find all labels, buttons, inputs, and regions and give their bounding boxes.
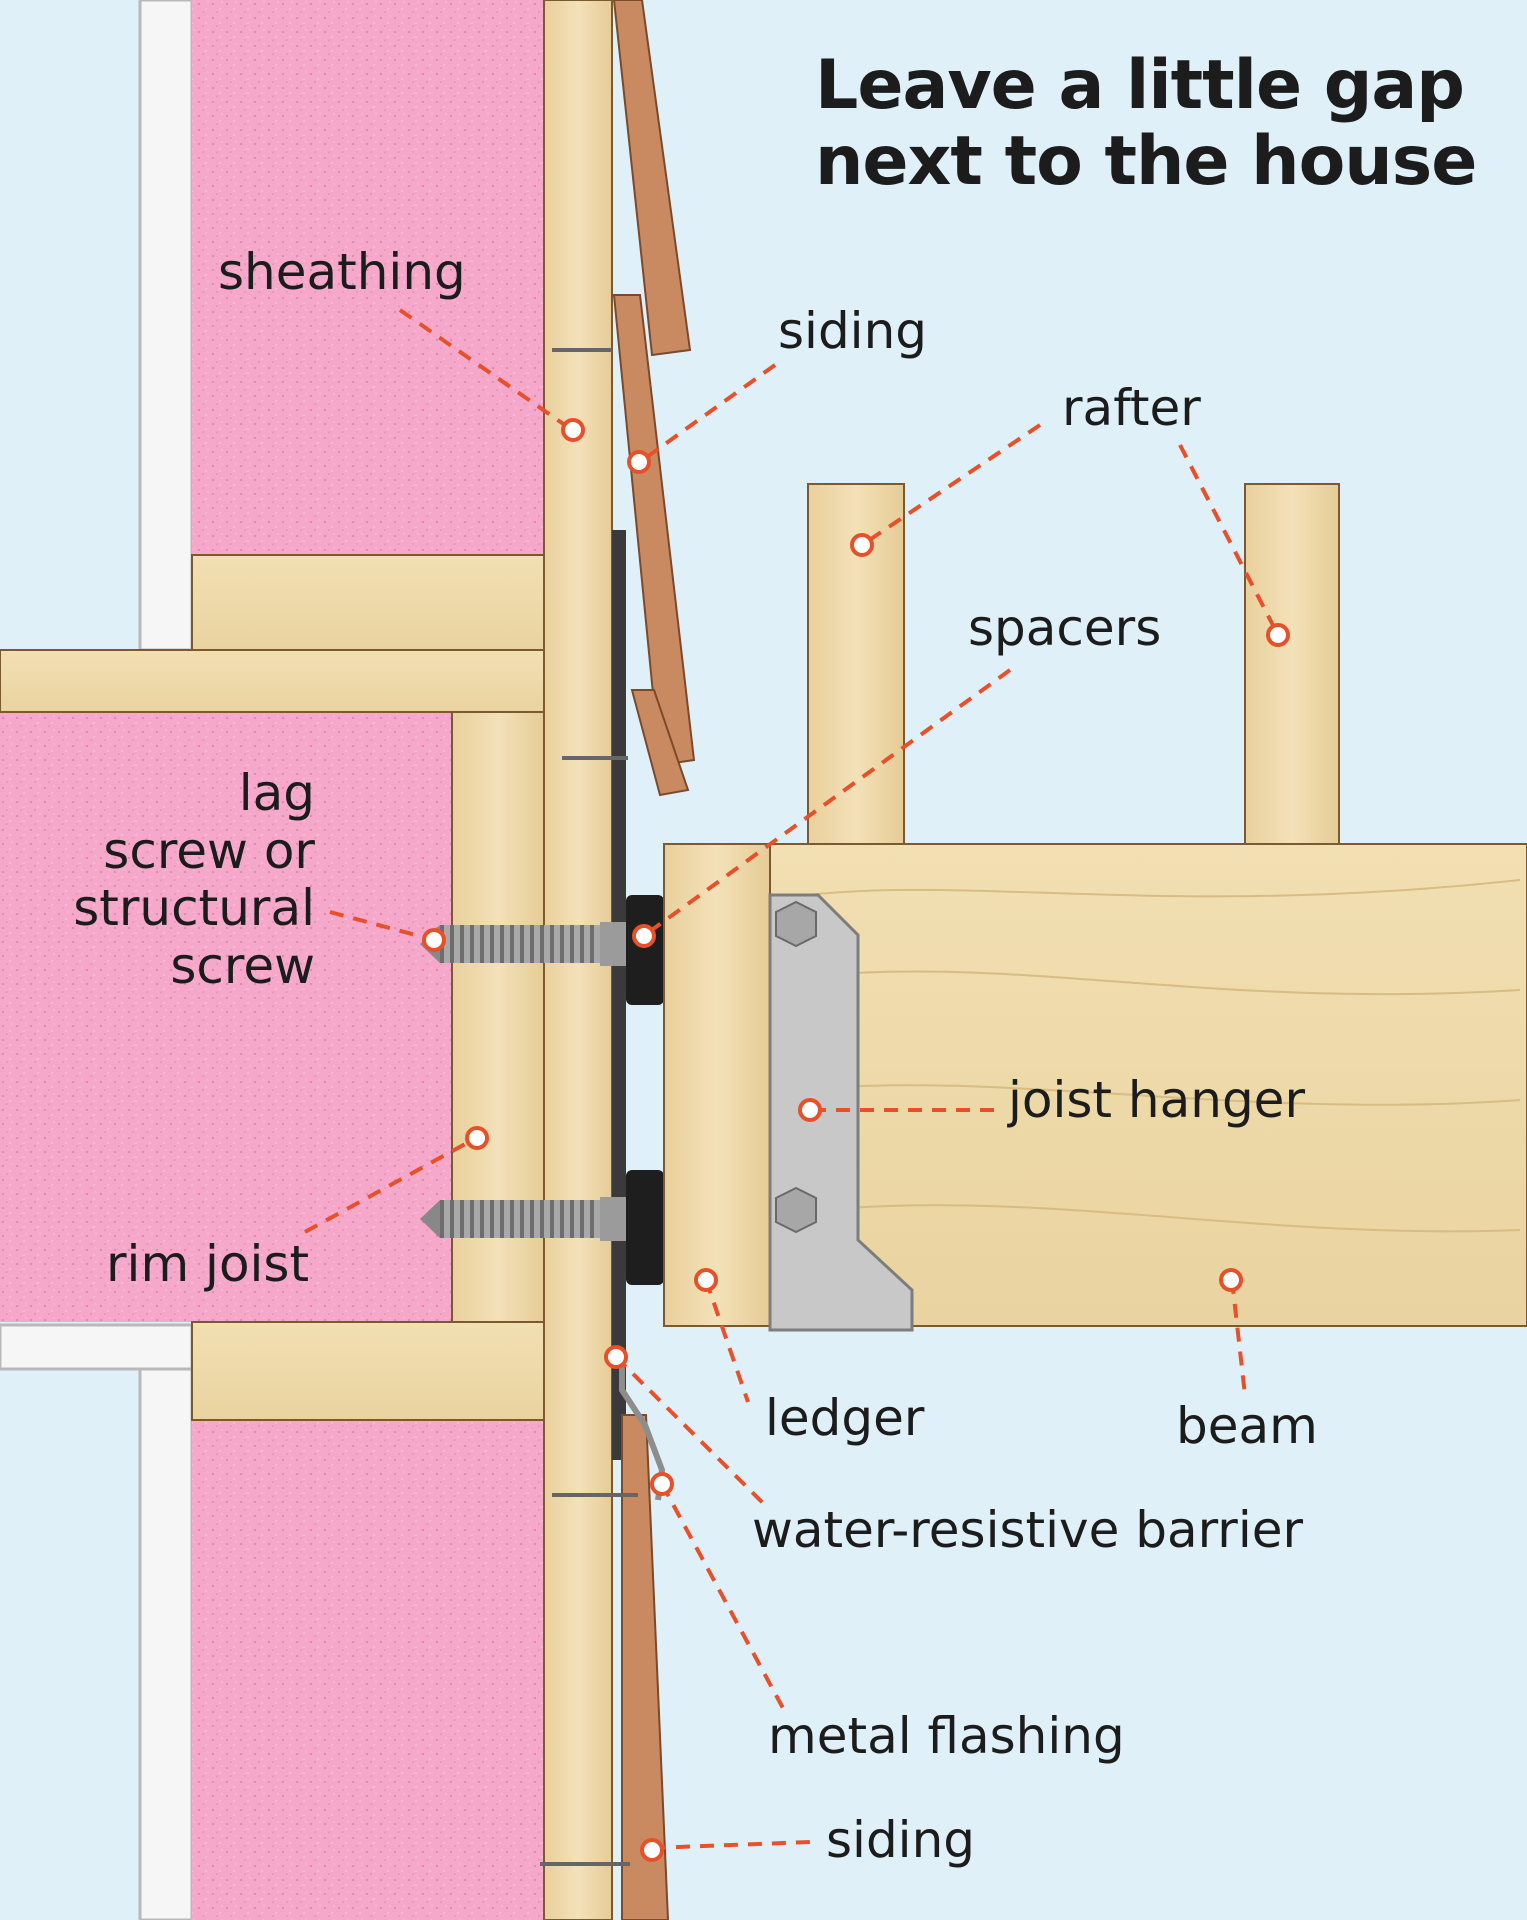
callout-dots bbox=[422, 418, 1290, 1862]
label-lag-screw-line-3: structural bbox=[73, 879, 315, 937]
callout-leaders bbox=[304, 308, 1280, 1850]
beam-grain bbox=[769, 879, 1521, 1233]
title-line-1: Leave a little gap bbox=[815, 46, 1465, 125]
label-beam: beam bbox=[1176, 1397, 1318, 1455]
title-line-2: next to the house bbox=[815, 122, 1477, 202]
rafters bbox=[807, 483, 1340, 845]
label-rim-joist: rim joist bbox=[106, 1235, 310, 1293]
water-resistive-barrier bbox=[612, 530, 626, 1460]
hanger-bolts bbox=[775, 900, 817, 1234]
page-title: Leave a little gap next to the house bbox=[815, 46, 1477, 202]
spacers bbox=[626, 895, 664, 1285]
drywall bbox=[0, 0, 194, 1920]
label-joist-hanger: joist hanger bbox=[1008, 1071, 1305, 1129]
lag-screws bbox=[420, 922, 626, 1241]
label-siding-top: siding bbox=[778, 302, 927, 360]
floor-framing bbox=[0, 554, 545, 1421]
insulation-lower bbox=[192, 1420, 544, 1920]
label-sheathing: sheathing bbox=[218, 243, 466, 301]
label-spacers: spacers bbox=[968, 599, 1162, 657]
siding-upper bbox=[612, 0, 696, 797]
label-rafter: rafter bbox=[1062, 379, 1201, 437]
label-siding-bottom: siding bbox=[826, 1811, 975, 1869]
label-lag-screw-line-2: screw or bbox=[103, 821, 315, 880]
label-metal-flashing: metal flashing bbox=[768, 1707, 1125, 1765]
ledger bbox=[663, 843, 771, 1327]
nails bbox=[540, 348, 638, 1866]
insulation-upper bbox=[192, 0, 544, 555]
label-lag-screw-line-1: lag bbox=[238, 764, 315, 822]
label-lag-screw: lag screw or structural screw bbox=[20, 764, 315, 995]
label-ledger: ledger bbox=[765, 1389, 925, 1447]
label-lag-screw-line-4: screw bbox=[170, 936, 315, 995]
insulation-middle bbox=[0, 712, 452, 1322]
label-water-resistive-barrier: water-resistive barrier bbox=[752, 1501, 1304, 1559]
